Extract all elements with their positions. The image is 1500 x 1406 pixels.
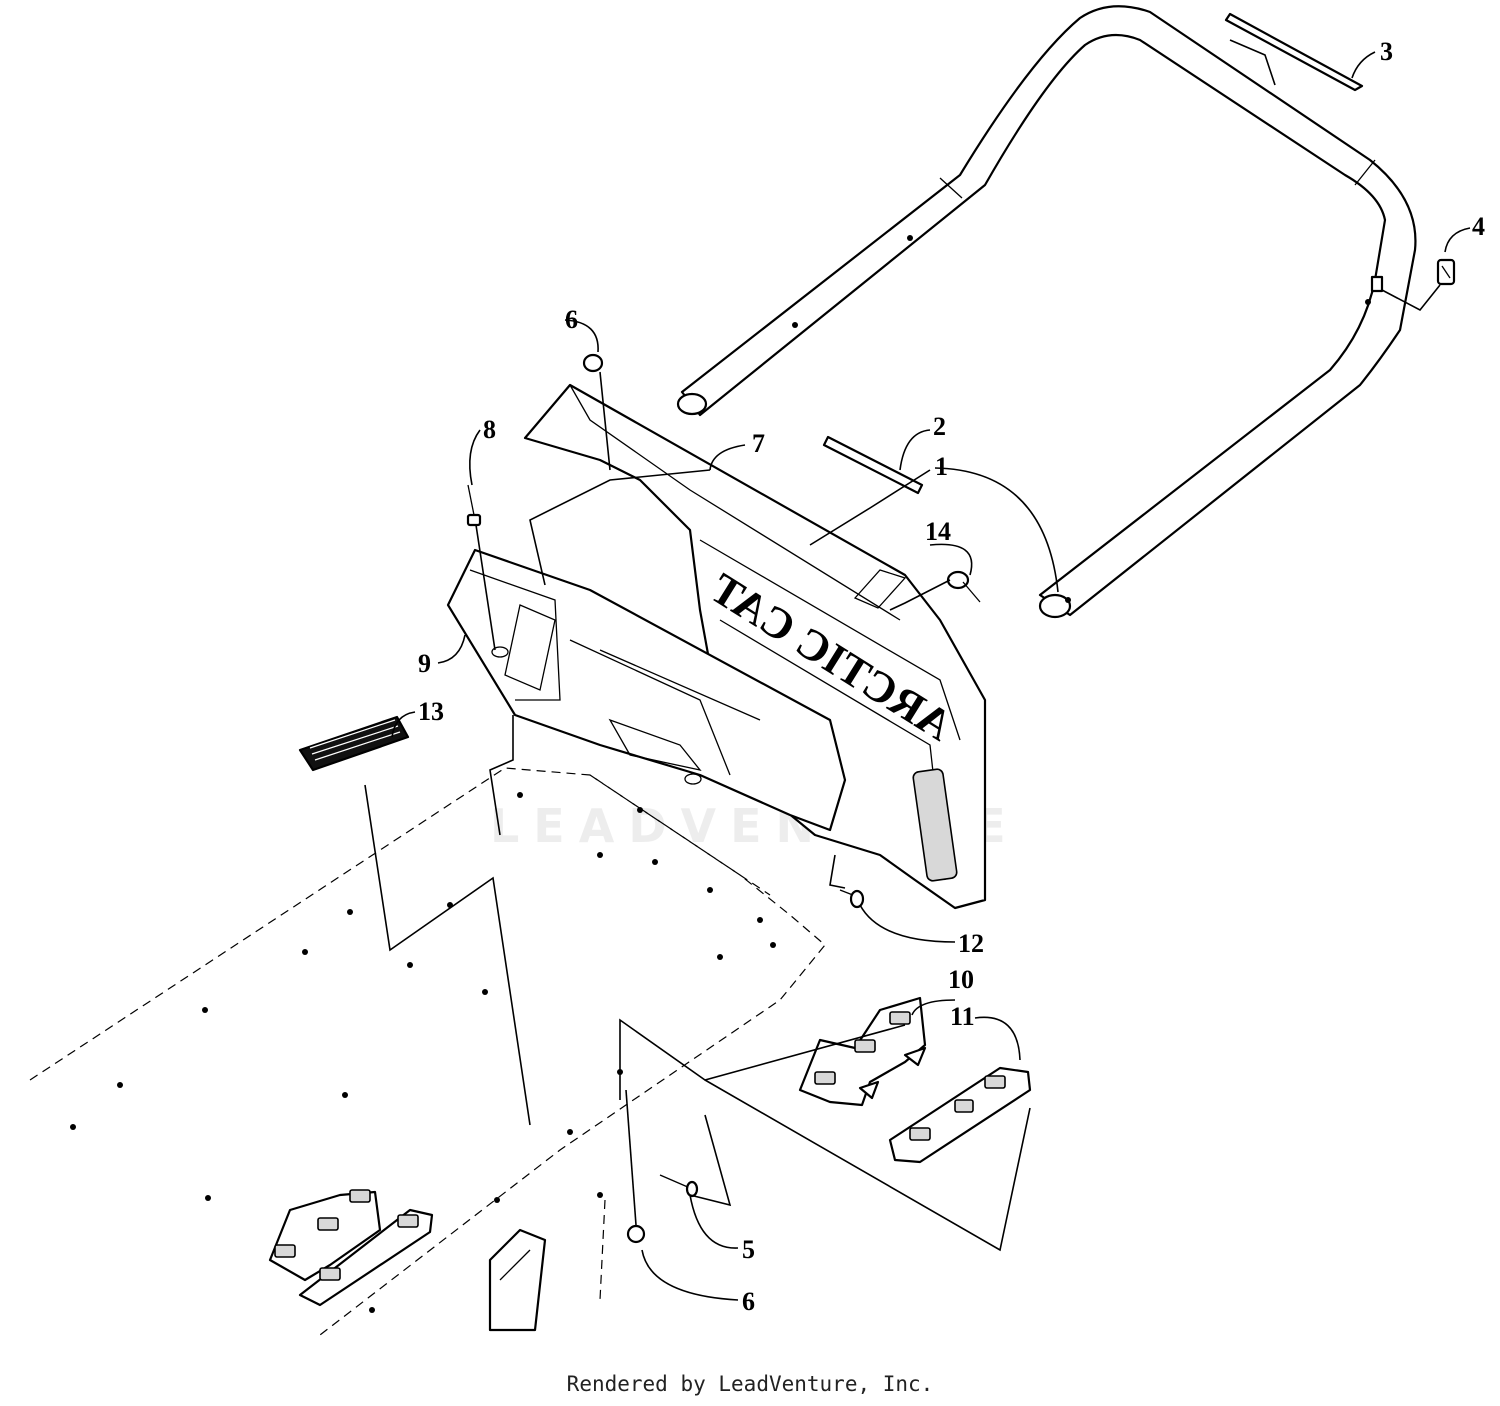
vehicle-body-outline <box>29 767 826 1336</box>
callout-4: 4 <box>1472 212 1485 241</box>
warning-decal <box>298 715 410 772</box>
footer-credit: Rendered by LeadVenture, Inc. <box>566 1372 934 1396</box>
rivet-5 <box>659 1174 699 1198</box>
callout-5: 5 <box>742 1235 755 1264</box>
top-trim-strip <box>1224 12 1364 92</box>
rear-panel: ARCTIC CAT <box>523 383 987 910</box>
callout-2: 2 <box>933 412 946 441</box>
callout-10: 10 <box>948 965 974 994</box>
callout-8: 8 <box>483 415 496 444</box>
plug-top <box>582 353 604 373</box>
callout-9: 9 <box>418 649 431 678</box>
plug-bottom <box>626 1224 646 1244</box>
callout-13: 13 <box>418 697 444 726</box>
callout-6-bottom: 6 <box>742 1287 755 1316</box>
callout-6-top: 6 <box>565 305 578 334</box>
callout-1: 1 <box>935 452 948 481</box>
floor-bracket <box>798 996 927 1107</box>
rivet-8 <box>466 484 482 527</box>
push-pin <box>946 570 981 603</box>
callout-labels: 1 2 3 4 5 6 6 7 8 9 10 11 12 13 14 <box>418 37 1485 1316</box>
panel-trim-strip <box>822 435 924 495</box>
callout-7: 7 <box>752 429 765 458</box>
bar-clip <box>1436 258 1456 286</box>
leader-lines <box>364 39 1471 1301</box>
callout-12: 12 <box>958 929 984 958</box>
callout-14: 14 <box>925 517 951 546</box>
callout-3: 3 <box>1380 37 1393 66</box>
reference-panel-corner <box>488 1228 547 1332</box>
floor-pad <box>888 1066 1032 1164</box>
roll-bar <box>676 5 1417 619</box>
callout-11: 11 <box>950 1002 975 1031</box>
reference-pads <box>268 1189 434 1307</box>
cargo-tray <box>446 548 847 832</box>
screw-12 <box>839 889 865 909</box>
